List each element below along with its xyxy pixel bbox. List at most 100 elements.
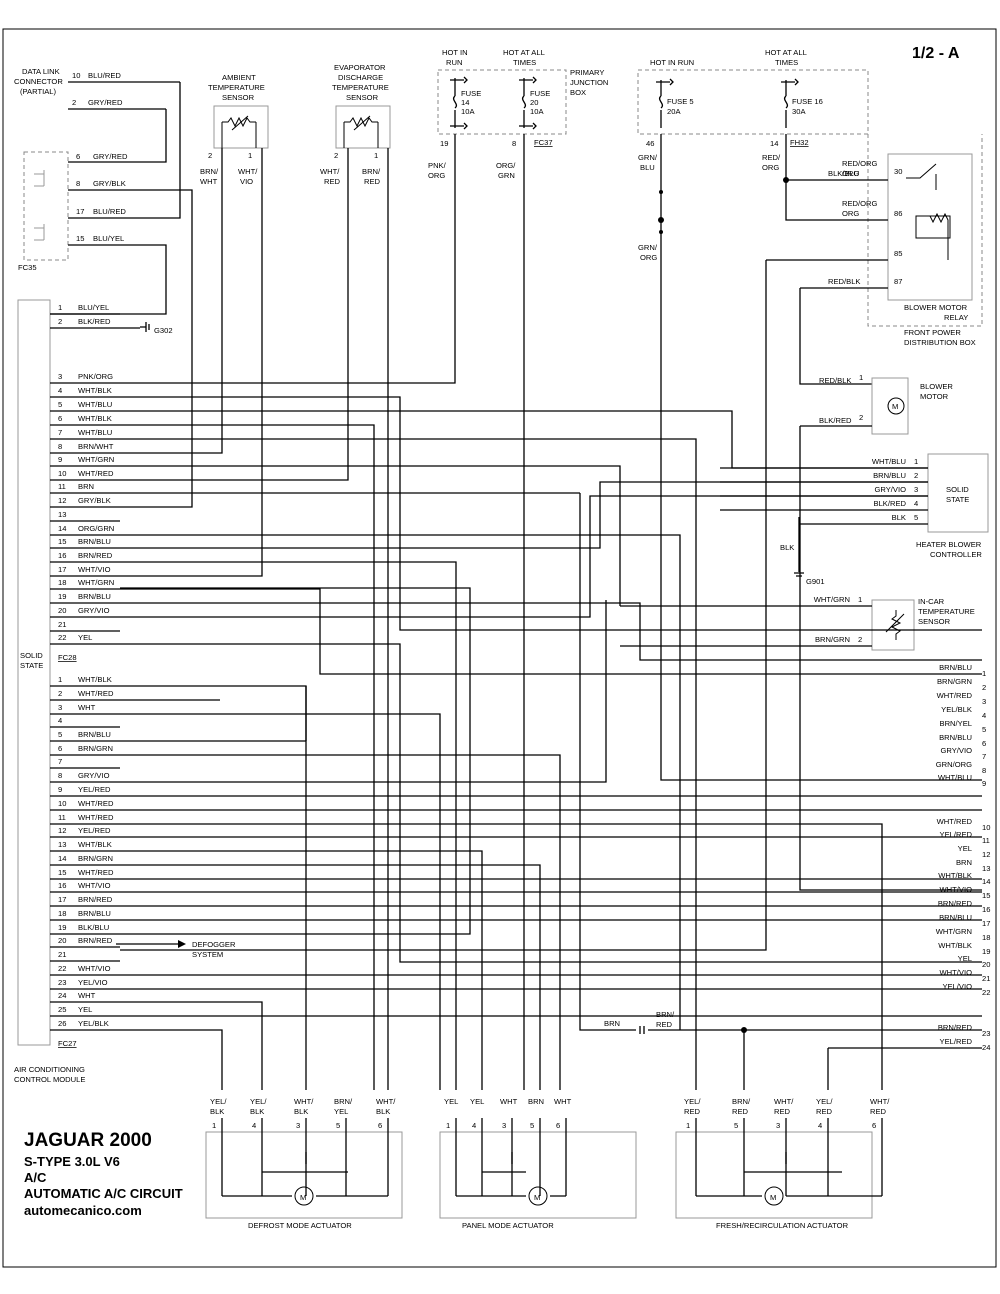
pin-number: 14 [58, 524, 66, 533]
wire-color: BLK [294, 1107, 308, 1116]
pjb-hot-all-1: HOT AT ALL [503, 48, 545, 57]
motor-icon [887, 397, 905, 415]
wire-color: YEL [470, 1097, 484, 1106]
wire-color: GRY/VIO [940, 746, 972, 755]
wire-color: BRN/RED [938, 899, 973, 908]
wire-color: WHT/BLK [938, 941, 972, 950]
wire-route [120, 864, 541, 1090]
wire-color: GRN/ [638, 243, 658, 252]
wire-color: RED/ORG [842, 199, 878, 208]
wire-color: YEL/RED [78, 826, 111, 835]
wire-color: RED [684, 1107, 701, 1116]
fpdb-outline [867, 134, 983, 327]
wire-color: BRN/ [200, 167, 219, 176]
wire-color: WHT/RED [937, 817, 973, 826]
wire-color: BRN/ [732, 1097, 751, 1106]
pin-number: 3 [58, 703, 62, 712]
fuse-5: FUSE 5 20A [656, 78, 694, 128]
pin-number: 24 [58, 991, 66, 1000]
pin-number: 4 [914, 499, 918, 508]
wire-color: WHT/BLK [938, 871, 972, 880]
pin-number: 23 [982, 1029, 990, 1038]
pin-number: 8 [982, 766, 986, 775]
fuse-20: FUSE 20 10A [519, 76, 550, 130]
wire-color: WHT/BLU [872, 457, 906, 466]
svg-text:20A: 20A [667, 107, 681, 116]
wire-color: WHT/VIO [78, 964, 111, 973]
pin-number: 2 [334, 151, 338, 160]
acm-solid-label: SOLID [20, 651, 43, 660]
svg-text:FUSE: FUSE [461, 89, 481, 98]
pjb-label-2: JUNCTION [570, 78, 608, 87]
pjb-label-1: PRIMARY [570, 68, 604, 77]
svg-text:30A: 30A [792, 107, 806, 116]
pin-number: 12 [58, 826, 66, 835]
pin-number: 6 [58, 744, 62, 753]
blower-label-2: MOTOR [920, 392, 949, 401]
wire [68, 189, 193, 508]
wire-color: YEL/RED [940, 1037, 973, 1046]
ambient-label-3: SENSOR [222, 93, 255, 102]
pin-number: 7 [982, 752, 986, 761]
wire-color: RED/ORG [842, 159, 878, 168]
wire-color: WHT/RED [78, 469, 114, 478]
pin-number: 9 [58, 785, 62, 794]
wire-color: BLU/YEL [78, 303, 109, 312]
fc35-label: FC35 [18, 263, 37, 272]
wire-color: WHT/VIO [78, 565, 111, 574]
wire-color: GRY/VIO [78, 771, 110, 780]
pin-number: 22 [58, 633, 66, 642]
pin-number: 12 [58, 496, 66, 505]
pin-number: 5 [58, 400, 62, 409]
fpdb-hot-all-1: HOT AT ALL [765, 48, 807, 57]
svg-text:FUSE: FUSE [530, 89, 550, 98]
wire-color: BRN/BLU [78, 909, 111, 918]
fuse-16: FUSE 16 30A [781, 78, 823, 128]
thermistor-icon [343, 115, 379, 148]
wire-routes [120, 396, 982, 1090]
pin-number: 11 [58, 482, 66, 491]
splice [783, 177, 789, 183]
wire-color: GRY/BLK [93, 179, 126, 188]
actuator-box [205, 1131, 403, 1219]
wire-color: RED/BLK [828, 277, 861, 286]
pin-number: 19 [440, 139, 448, 148]
wire-color: BLK [376, 1107, 390, 1116]
actuator-label: DEFROST MODE ACTUATOR [248, 1221, 352, 1230]
relay-connector: 30RED/ORG86RED/ORG85BLK/BLU87RED/BLKORGO… [120, 159, 902, 951]
pin-number: 2 [982, 683, 986, 692]
wire-color: BLK [210, 1107, 224, 1116]
pin-number: 13 [982, 864, 990, 873]
pin-number: 3 [776, 1121, 780, 1130]
relay-label-2: RELAY [944, 313, 968, 322]
pin-number: 20 [982, 960, 990, 969]
pin-number: 4 [818, 1121, 822, 1130]
pin-number: 17 [58, 565, 66, 574]
fpdb-hot-run: HOT IN RUN [650, 58, 694, 67]
pin-number: 4 [58, 716, 62, 725]
wire-color: BLK [250, 1107, 264, 1116]
thermistor-icon [221, 115, 257, 148]
fc27-label: FC27 [58, 1039, 77, 1048]
wire-color: YEL/ [210, 1097, 227, 1106]
wire-color: ORG [762, 163, 779, 172]
wire [68, 82, 181, 219]
evap-label-2: DISCHARGE [338, 73, 383, 82]
wire-color: WHT/VIO [940, 885, 973, 894]
defrost-mode-actuator: YEL/BLK1YEL/BLK4WHT/BLK3BRN/YEL5WHT/BLK6… [205, 1097, 403, 1230]
motor-icon [764, 1186, 784, 1206]
wire-color: WHT/ [320, 167, 340, 176]
pjb-hot-run-1: HOT IN [442, 48, 468, 57]
wire-color: YEL/VIO [942, 982, 972, 991]
ambient-sensor-box [213, 105, 269, 149]
wire-color: BLK/BLU [828, 169, 859, 178]
wire-color: YEL/ [816, 1097, 833, 1106]
pin-number: 24 [982, 1043, 990, 1052]
svg-text:RED: RED [656, 1020, 673, 1029]
svg-text:14: 14 [461, 98, 469, 107]
pin-number: 15 [58, 868, 66, 877]
pin-number: 18 [982, 933, 990, 942]
pin-number: 3 [982, 697, 986, 706]
wire-color: GRN/ [638, 153, 658, 162]
